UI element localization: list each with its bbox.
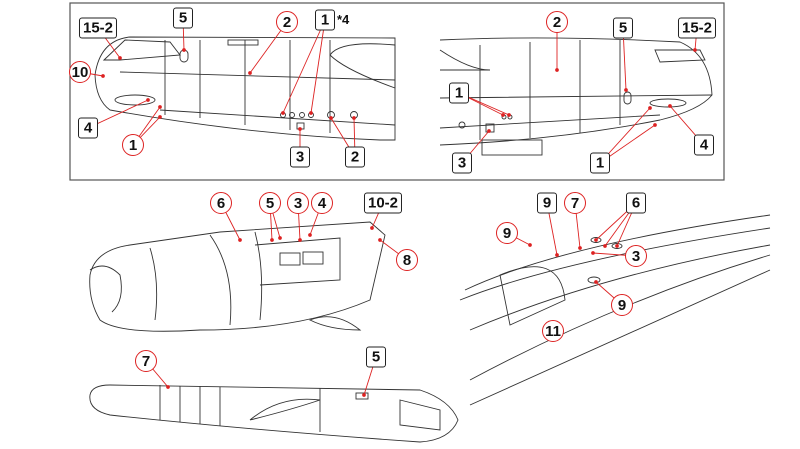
decal-callout-top-left: 3 <box>290 146 310 168</box>
decal-callout-middle-left: 4 <box>311 192 333 214</box>
leader-dot <box>362 393 366 397</box>
nose-section-3q-view <box>89 221 386 332</box>
leader-dot <box>594 238 598 242</box>
leader-dot <box>487 129 491 133</box>
leader-line <box>282 19 326 114</box>
decal-callout-top-left: 5 <box>173 7 193 29</box>
leader-line <box>87 99 149 129</box>
decal-callout-top-right: 2 <box>546 11 568 33</box>
cockpit-closeup-view <box>459 214 771 406</box>
fuselage-top-view <box>89 384 459 443</box>
leader-dot <box>378 238 382 242</box>
decal-callout-middle-left: 3 <box>287 192 309 214</box>
decal-callout-bottom: 5 <box>366 346 386 368</box>
leader-dot <box>101 74 105 78</box>
decal-callout-top-right: 5 <box>613 17 633 39</box>
decal-callout-middle-right: 11 <box>542 320 564 342</box>
decal-callout-top-left: 2 <box>345 146 365 168</box>
decal-callout-top-right: 15-2 <box>677 17 717 39</box>
leader-dot <box>594 280 598 284</box>
leader-dot <box>158 105 162 109</box>
leader-dot <box>308 233 312 237</box>
leader-dot <box>146 98 150 102</box>
leader-dot <box>298 127 302 131</box>
decal-callout-middle-left: 5 <box>259 192 281 214</box>
decal-callout-middle-right: 7 <box>564 192 586 214</box>
leader-dot <box>281 111 285 115</box>
leader-dot <box>668 104 672 108</box>
leader-dot <box>578 246 582 250</box>
leader-dot <box>528 243 532 247</box>
leader-dot <box>648 106 652 110</box>
leader-dot <box>653 123 657 127</box>
decal-callout-top-left: 10 <box>69 61 91 83</box>
decal-callout-top-right: 1 <box>449 82 469 104</box>
leader-dot <box>238 238 242 242</box>
leader-dot <box>370 226 374 230</box>
decal-callout-top-left: 15-2 <box>78 17 118 39</box>
leader-dot <box>182 48 186 52</box>
decal-callout-middle-right: 6 <box>626 192 646 214</box>
leader-dot <box>603 244 607 248</box>
decal-callout-top-right: 4 <box>694 134 714 156</box>
quantity-note: *4 <box>337 12 350 27</box>
leader-dot <box>309 111 313 115</box>
decal-callout-middle-right: 9 <box>611 294 633 316</box>
decal-callout-top-left: 4 <box>78 117 98 139</box>
leader-dot <box>507 113 511 117</box>
decal-callout-middle-right: 9 <box>496 222 518 244</box>
decal-callout-middle-left: 6 <box>210 192 232 214</box>
decal-callout-top-left: 1 <box>122 134 144 156</box>
leader-dot <box>615 244 619 248</box>
leader-dot <box>555 253 559 257</box>
leader-dot <box>118 56 122 60</box>
leader-dot <box>555 68 559 72</box>
fuselage-left-side-view <box>94 36 396 141</box>
leader-dot <box>270 238 274 242</box>
decal-callout-middle-right: 3 <box>625 245 647 267</box>
leader-dot <box>624 88 628 92</box>
decal-callout-bottom: 7 <box>135 350 157 372</box>
leader-dot <box>329 116 333 120</box>
decal-callout-top-right: 3 <box>452 152 472 174</box>
leader-dot <box>501 113 505 117</box>
decal-callout-middle-left: 10-2 <box>363 192 403 214</box>
top-panel-frame <box>69 2 725 181</box>
decal-callout-top-left: 2 <box>276 11 298 33</box>
decal-callout-top-right: 1 <box>590 152 610 174</box>
leader-dot <box>352 116 356 120</box>
decal-callout-middle-right: 9 <box>537 192 557 214</box>
decal-callout-top-left: 1 <box>315 9 335 31</box>
leader-dot <box>591 251 595 255</box>
leader-dot <box>693 48 697 52</box>
leader-dot <box>248 71 252 75</box>
fuselage-right-side-view <box>439 37 713 156</box>
leader-dot <box>158 115 162 119</box>
leader-dot <box>166 385 170 389</box>
decal-callout-middle-left: 8 <box>396 249 418 271</box>
leader-dot <box>278 236 282 240</box>
leader-dot <box>298 238 302 242</box>
leader-line <box>310 19 326 114</box>
